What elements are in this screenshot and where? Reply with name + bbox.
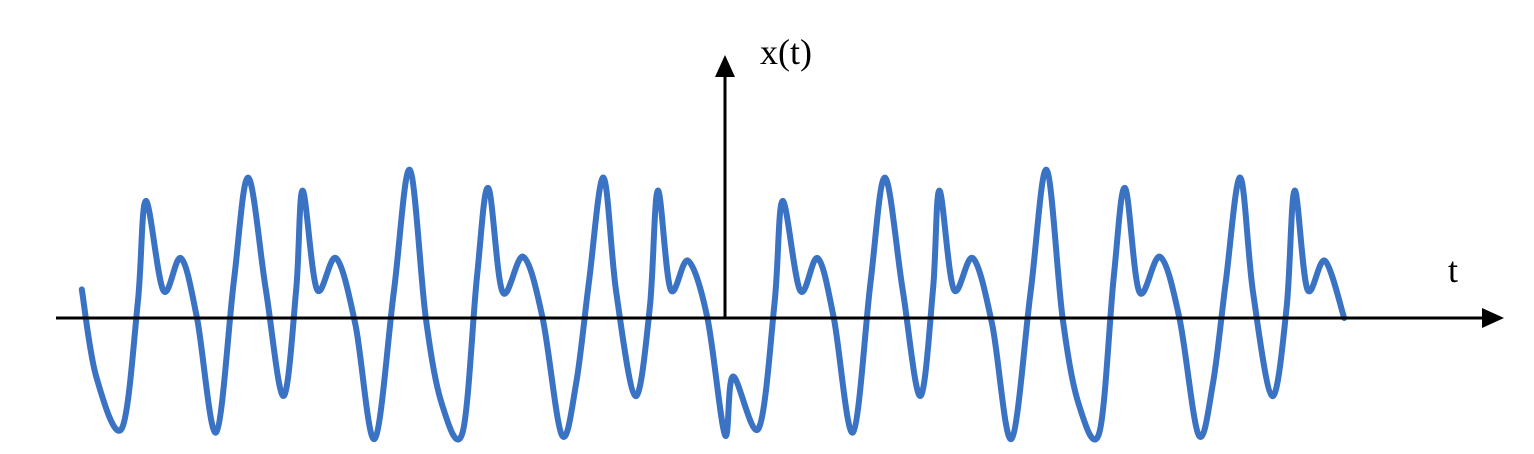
t-axis-arrowhead	[1482, 308, 1504, 328]
y-axis-label: x(t)	[760, 32, 812, 72]
signal-waveform	[78, 166, 1348, 443]
x-axis-label: t	[1448, 250, 1458, 290]
x-of-t-axis-arrowhead	[715, 55, 735, 77]
